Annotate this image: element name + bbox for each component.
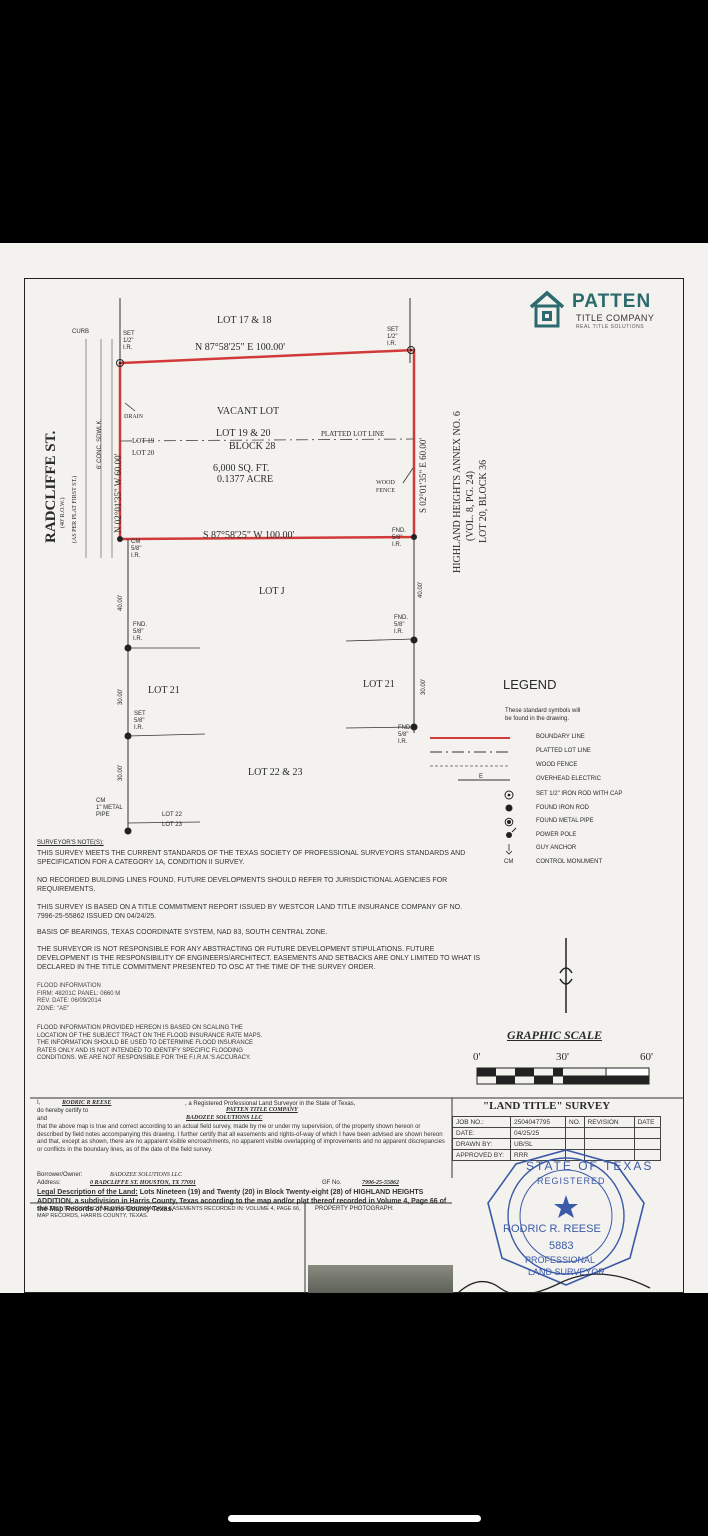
block-28-label: BLOCK 28 (229, 441, 276, 452)
seal-land-surveyor: LAND SURVEYOR (528, 1267, 605, 1277)
graphic-scale-title: GRAPHIC SCALE (507, 1028, 603, 1042)
logo-name: PATTEN (572, 291, 652, 312)
legend-item-platted: PLATTED LOT LINE (536, 748, 591, 754)
lot-19-20-label: LOT 19 & 20 (216, 428, 271, 439)
lot-22-23: LOT 22 & 23 (248, 767, 303, 778)
legend-item-found-rod: FOUND IRON ROD (536, 805, 589, 811)
seal-professional: PROFESSIONAL (525, 1255, 596, 1265)
north-arrow-icon (559, 938, 573, 1013)
plat-drawing (30, 298, 684, 1293)
cert-line1-suffix: , a Registered Professional Land Surveyo… (185, 1101, 356, 1107)
legal-description: Legal Description of the Land: Lots Nine… (37, 1189, 447, 1213)
curb-label: CURB (72, 329, 90, 335)
cert-line2-prefix: do hereby certify to (37, 1108, 89, 1114)
seal-number: 5883 (549, 1240, 574, 1252)
approved-by-value: RRR (510, 1149, 566, 1161)
fnd-w1-label: FND.5/8"I.R. (133, 622, 147, 642)
lot-17-18: LOT 17 & 18 (217, 315, 272, 326)
note-4: BASIS OF BEARINGS, TEXAS COORDINATE SYST… (37, 929, 328, 936)
lot-19: LOT 19 (132, 437, 155, 445)
legend-item-power-pole: POWER POLE (536, 832, 577, 838)
vacant-lot-label: VACANT LOT (217, 406, 280, 417)
seal-registered: REGISTERED (537, 1176, 606, 1186)
legend-electric-mark: E (479, 774, 484, 780)
property-photograph (308, 1265, 453, 1293)
lot-j: LOT J (259, 586, 285, 597)
seal-state: STATE OF TEXAS (526, 1159, 654, 1173)
legend-item-boundary: BOUNDARY LINE (536, 734, 585, 740)
fnd-e1-label: FND.5/8"I.R. (394, 615, 408, 635)
address-value: 0 RADCLIFFE ST. HOUSTON, TX 77091 (90, 1180, 196, 1186)
legend-title: LEGEND (503, 677, 557, 692)
cert-line1-prefix: I, (37, 1100, 41, 1106)
borrower-label: Borrower/Owner: (37, 1172, 83, 1178)
cert-company: PATTEN TITLE COMPANY (226, 1107, 298, 1113)
flood-disclaimer: FLOOD INFORMATION PROVIDED HEREON IS BAS… (37, 1025, 263, 1061)
drain-label: DRAIN (124, 414, 143, 420)
logo-tagline: REAL TITLE SOLUTIONS (576, 324, 645, 330)
scale-label-60: 60' (640, 1051, 653, 1063)
note-3: THIS SURVEY IS BASED ON A TITLE COMMITME… (37, 904, 463, 920)
legend-item-fence: WOOD FENCE (536, 762, 578, 768)
gf-label: GF No. (322, 1180, 342, 1186)
cert-body: that the above map is true and correct a… (37, 1124, 445, 1153)
note-2: NO RECORDED BUILDING LINES FOUND. FUTURE… (37, 877, 448, 893)
note-1: THIS SURVEY MEETS THE CURRENT STANDARDS … (37, 850, 466, 866)
restrictive-covenants: SUBJECT TO RESTRICTIVE COVENANTS AND/OR … (37, 1206, 301, 1219)
photo-label: PROPERTY PHOTOGRAPH: (315, 1206, 394, 1212)
legend-item-guy-anchor: GUY ANCHOR (536, 845, 577, 851)
lot-21-right: LOT 21 (363, 679, 395, 690)
seal-name: RODRIC R. REESE (503, 1223, 601, 1235)
platted-lot-line-label: PLATTED LOT LINE (321, 430, 385, 438)
lot-22: LOT 22 (162, 812, 182, 818)
legend-item-metal-pipe: FOUND METAL PIPE (536, 818, 594, 824)
borrower-value: BADOZEE SOLUTIONS LLC (110, 1172, 183, 1178)
graphic-scale-bar (476, 1067, 650, 1085)
approved-by-label: APPROVED BY: (452, 1149, 511, 1161)
survey-info-table: JOB NO.: 2504047795 NO. REVISION DATE DA… (452, 1116, 661, 1161)
scale-label-0: 0' (473, 1051, 481, 1063)
survey-document: PATTEN TITLE COMPANY REAL TITLE SOLUTION… (0, 243, 708, 1293)
fnd-se-label: FND.5/8"I.R. (392, 528, 406, 548)
legend-item-electric: OVERHEAD ELECTRIC (536, 776, 602, 782)
gf-value: 7996-25-55862 (362, 1180, 399, 1186)
north-bearing: N 87°58'25" E 100.00' (195, 342, 286, 353)
lot-23: LOT 23 (162, 822, 182, 828)
sidewalk-hatch (85, 339, 113, 558)
fnd-e2-label: FND.5/8"I.R. (398, 725, 412, 745)
scale-label-30: 30' (556, 1051, 569, 1063)
cert-owner: BADOZEE SOLUTIONS LLC (186, 1115, 263, 1121)
cert-surveyor: RODRIC R REESE (62, 1100, 112, 1106)
area-acre: 0.1377 ACRE (217, 474, 274, 485)
patten-logo-icon (527, 289, 567, 334)
surveyor-seal-icon (457, 1149, 651, 1293)
notes-heading: SURVEYOR'S NOTE(S): (37, 840, 104, 846)
area-sqft: 6,000 SQ. FT. (213, 463, 270, 474)
lot-21-left: LOT 21 (148, 685, 180, 696)
platted-lot-line (119, 438, 415, 442)
legend-symbols (430, 737, 517, 855)
south-bearing: S 87°58'25" W 100.00' (203, 530, 295, 541)
legend-cm-symbol: CM (504, 859, 514, 865)
address-label: Address: (37, 1180, 61, 1186)
home-indicator[interactable] (228, 1515, 481, 1522)
logo-subtitle: TITLE COMPANY (576, 313, 655, 323)
cert-line3-prefix: and (37, 1116, 48, 1122)
lot-20: LOT 20 (132, 449, 155, 457)
note-5: THE SURVEYOR IS NOT RESPONSIBLE FOR ANY … (37, 946, 481, 971)
legend-item-control-monument: CONTROL MONUMENT (536, 859, 603, 865)
legend-item-set-rod: SET 1/2" IRON ROD WITH CAP (536, 791, 623, 797)
survey-title: "LAND TITLE" SURVEY (483, 1100, 611, 1112)
